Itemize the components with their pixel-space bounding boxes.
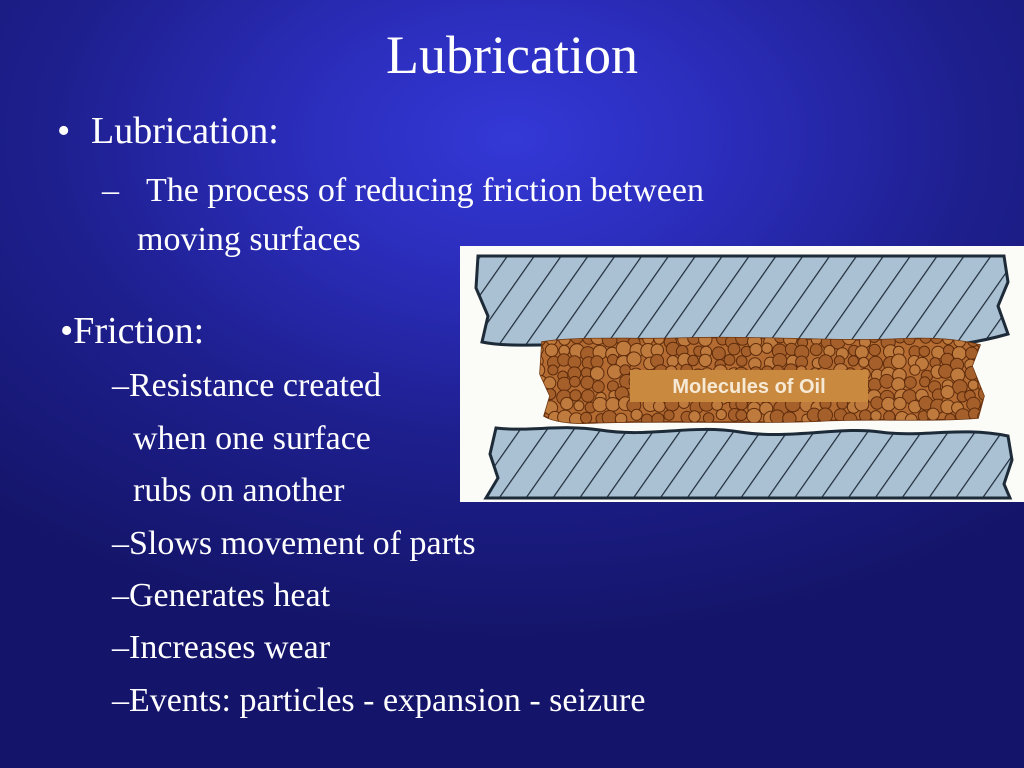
oil-molecule (540, 387, 546, 400)
oil-molecule (630, 408, 643, 421)
lubrication-diagram-svg: Molecules of Oil (474, 254, 1014, 500)
oil-molecule (847, 355, 859, 367)
oil-molecule (930, 337, 944, 344)
oil-molecule (891, 353, 907, 370)
oil-molecule (581, 389, 595, 403)
oil-molecule (666, 355, 680, 368)
oil-molecule (540, 398, 545, 410)
lubrication-definition-line1: The process of reducing friction between (146, 172, 704, 209)
oil-molecule (580, 411, 593, 424)
oil-molecule (663, 409, 675, 421)
oil-molecule (614, 412, 628, 424)
friction-item: –Resistance created (112, 367, 382, 404)
oil-molecule (868, 343, 882, 357)
oil-molecule (687, 354, 699, 367)
oil-molecule (651, 412, 665, 424)
oil-molecule (980, 344, 984, 357)
friction-item: –Generates heat (112, 577, 331, 614)
lubrication-definition-line2: moving surfaces (137, 221, 361, 258)
lower-metal-surface (483, 426, 1014, 500)
oil-molecule (769, 409, 785, 424)
oil-molecule (909, 364, 921, 376)
oil-molecule (749, 343, 763, 356)
bullet-lubrication: Lubrication: (91, 110, 279, 152)
oil-molecule (761, 342, 773, 354)
oil-molecule (977, 353, 984, 370)
oil-molecule (735, 409, 748, 422)
oil-molecule (653, 399, 666, 413)
oil-molecule (967, 379, 979, 391)
oil-molecule (868, 355, 884, 371)
upper-metal-surface (474, 254, 1010, 349)
oil-molecule (818, 354, 834, 370)
oil-molecule (540, 362, 546, 378)
oil-molecule (842, 412, 858, 424)
oil-molecule (698, 353, 713, 368)
oil-molecule (589, 366, 605, 381)
oil-molecule (919, 376, 931, 388)
oil-molecule (978, 385, 984, 402)
oil-molecule (619, 364, 631, 376)
oil-molecule (817, 407, 834, 424)
friction-item: –Increases wear (112, 629, 331, 666)
oil-molecule (573, 400, 585, 412)
oil-molecule (605, 397, 621, 412)
oil-molecule (540, 409, 544, 422)
oil-molecule (940, 385, 955, 400)
oil-label: Molecules of Oil (672, 376, 825, 398)
oil-molecule (854, 345, 869, 360)
oil-molecule (592, 380, 605, 394)
oil-molecule (809, 343, 823, 357)
oil-molecule (964, 366, 979, 381)
oil-molecule (926, 407, 940, 421)
oil-molecule (590, 337, 606, 346)
oil-molecule (688, 410, 701, 423)
oil-molecule (723, 354, 736, 366)
sub-bullet-dash: – (102, 172, 119, 209)
oil-molecule (702, 412, 715, 424)
oil-molecule (640, 413, 653, 424)
oil-molecule (715, 408, 727, 421)
oil-molecule (592, 396, 608, 413)
friction-item: when one surface (133, 420, 371, 457)
slide-title: Lubrication (386, 25, 638, 85)
oil-molecule (870, 410, 882, 422)
oil-molecule (626, 351, 642, 367)
oil-molecule (556, 376, 572, 392)
oil-molecule (569, 375, 581, 388)
oil-molecule (904, 376, 917, 389)
oil-molecule (903, 337, 916, 346)
oil-molecule (918, 345, 931, 358)
oil-molecule (944, 413, 956, 424)
oil-molecule (746, 407, 762, 424)
oil-molecule (904, 413, 918, 424)
bullet-friction: •Friction: (60, 310, 205, 352)
friction-item: –Events: particles - expansion - seizure (112, 682, 646, 719)
bullet-marker: • (57, 110, 71, 152)
oil-molecule (893, 396, 907, 411)
oil-molecule (955, 408, 971, 424)
oil-molecule (544, 388, 557, 401)
oil-molecule (569, 389, 582, 402)
friction-item: rubs on another (133, 472, 345, 509)
oil-molecule (735, 355, 748, 367)
oil-molecule (711, 346, 726, 361)
oil-molecule (979, 365, 984, 377)
oil-molecule (547, 364, 559, 376)
oil-molecule (883, 410, 896, 423)
oil-molecule (867, 377, 882, 392)
oil-molecule (580, 375, 595, 390)
oil-label-box (630, 370, 868, 402)
friction-item: –Slows movement of parts (112, 525, 476, 562)
oil-molecule (544, 343, 559, 358)
oil-molecule (560, 396, 574, 411)
oil-molecule (727, 342, 741, 356)
lubrication-diagram: Molecules of Oil (460, 246, 1024, 502)
oil-molecule (858, 356, 870, 368)
oil-molecule (893, 337, 907, 344)
oil-molecule (782, 411, 797, 424)
